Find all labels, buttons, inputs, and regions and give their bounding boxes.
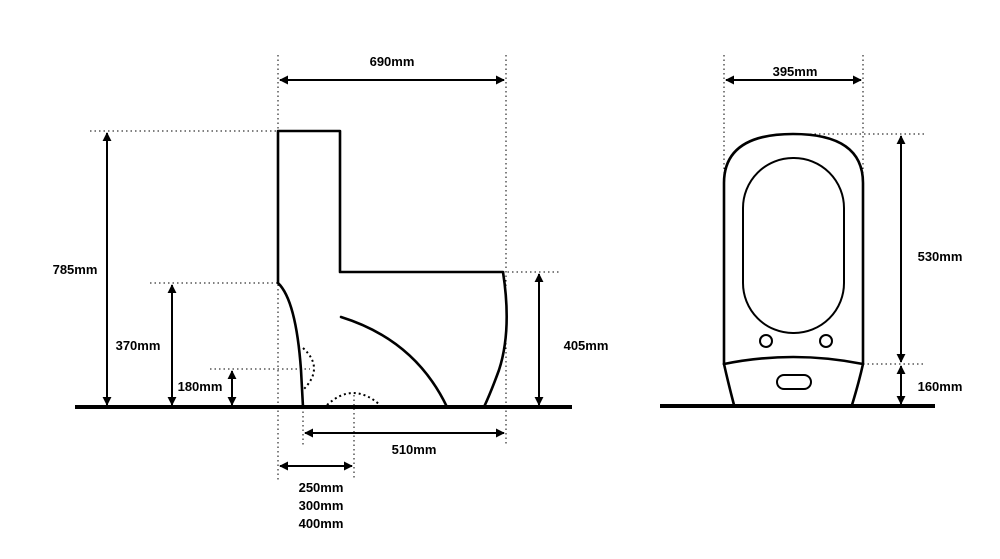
side-trapway-curve	[339, 315, 449, 409]
dim-label-rough-in: 300mm	[299, 498, 344, 513]
dim-label-bowl-height: 405mm	[564, 338, 609, 353]
dim-label-front-width: 395mm	[773, 64, 818, 79]
front-base-slot	[776, 374, 812, 390]
front-view: 395mm 530mm 160mm	[660, 55, 963, 408]
side-floor-outlet-arc	[326, 392, 381, 406]
hinge-hole-right-icon	[819, 334, 833, 348]
dim-label-seat-height: 370mm	[116, 338, 161, 353]
dim-label-lid-height: 530mm	[918, 249, 963, 264]
side-view: 690mm 785mm 370mm 180mm 405mm 510mm 250m…	[53, 54, 609, 531]
dim-label-base-height: 160mm	[918, 379, 963, 394]
dim-label-rough-in: 400mm	[299, 516, 344, 531]
side-toilet-outline	[276, 129, 508, 409]
front-base	[722, 362, 865, 407]
dim-label-width: 690mm	[370, 54, 415, 69]
front-toilet-body	[722, 132, 865, 366]
hinge-hole-left-icon	[759, 334, 773, 348]
dim-label-outlet-height: 180mm	[178, 379, 223, 394]
front-lid	[742, 157, 845, 334]
dim-label-depth: 510mm	[392, 442, 437, 457]
front-seat-rim	[722, 355, 865, 366]
dim-label-total-height: 785mm	[53, 262, 98, 277]
dim-label-rough-in: 250mm	[299, 480, 344, 495]
